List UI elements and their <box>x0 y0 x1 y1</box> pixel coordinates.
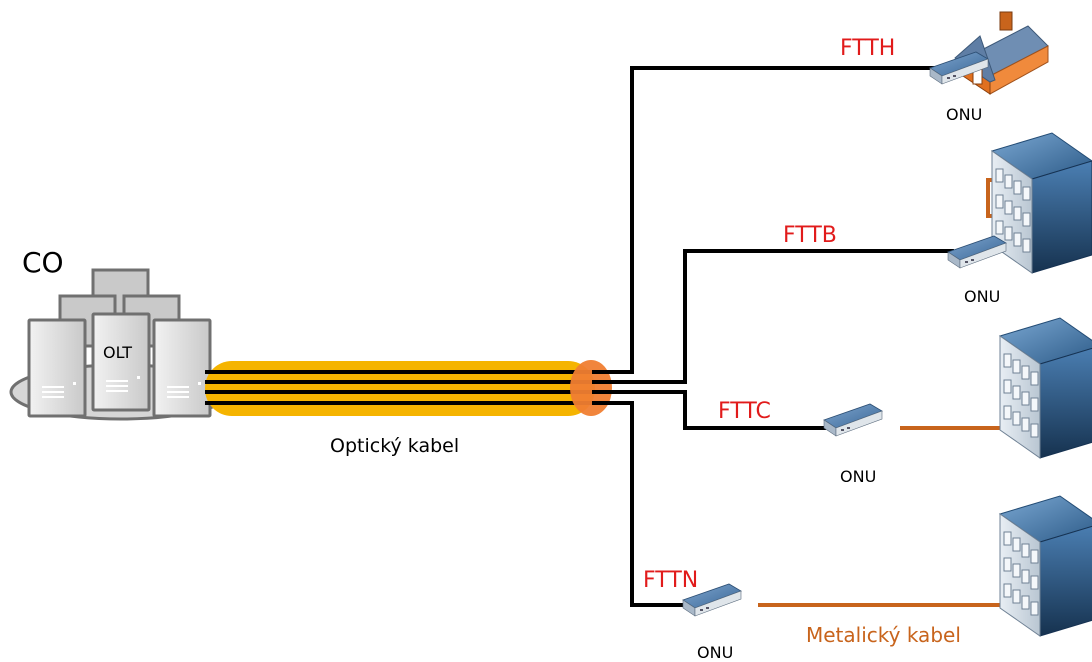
splitter <box>570 360 612 416</box>
building-icon <box>999 317 1092 459</box>
olt-label: OLT <box>103 343 132 362</box>
house-icon <box>954 11 1049 95</box>
fiber-cable-label: Optický kabel <box>330 435 459 457</box>
server-icon <box>27 268 212 418</box>
branch-ftth-line <box>592 66 938 374</box>
fttn-onu-label: ONU <box>697 643 733 662</box>
fttb-label: FTTB <box>783 223 837 248</box>
branch-fttb-line <box>592 249 954 384</box>
branch-fttc: FTTC ONU <box>718 317 1092 486</box>
fttc-label: FTTC <box>718 399 771 424</box>
building-icon <box>999 495 1092 637</box>
fttc-onu-label: ONU <box>840 467 876 486</box>
branch-ftth: FTTH ONU <box>840 11 1049 124</box>
branch-fttc-line <box>592 390 826 430</box>
branch-fttb: FTTB ONU <box>783 132 1092 306</box>
fiber-trunk: Optický kabel <box>205 360 612 457</box>
fttb-onu-label: ONU <box>964 287 1000 306</box>
building-icon <box>991 132 1092 274</box>
onu-icon <box>947 235 1007 269</box>
co-label: CO <box>22 246 64 279</box>
ftth-onu-label: ONU <box>946 105 982 124</box>
branch-lines <box>592 66 954 607</box>
fiber-jacket <box>205 361 595 416</box>
copper-cable-label: Metalický kabel <box>806 623 961 647</box>
central-office: CO OLT <box>9 246 233 421</box>
branch-fttn: FTTN ONU Metalický kabel <box>643 495 1092 662</box>
branch-fttn-line <box>592 401 684 607</box>
ftth-label: FTTH <box>840 36 895 61</box>
fttn-label: FTTN <box>643 568 698 593</box>
onu-icon <box>823 403 883 437</box>
